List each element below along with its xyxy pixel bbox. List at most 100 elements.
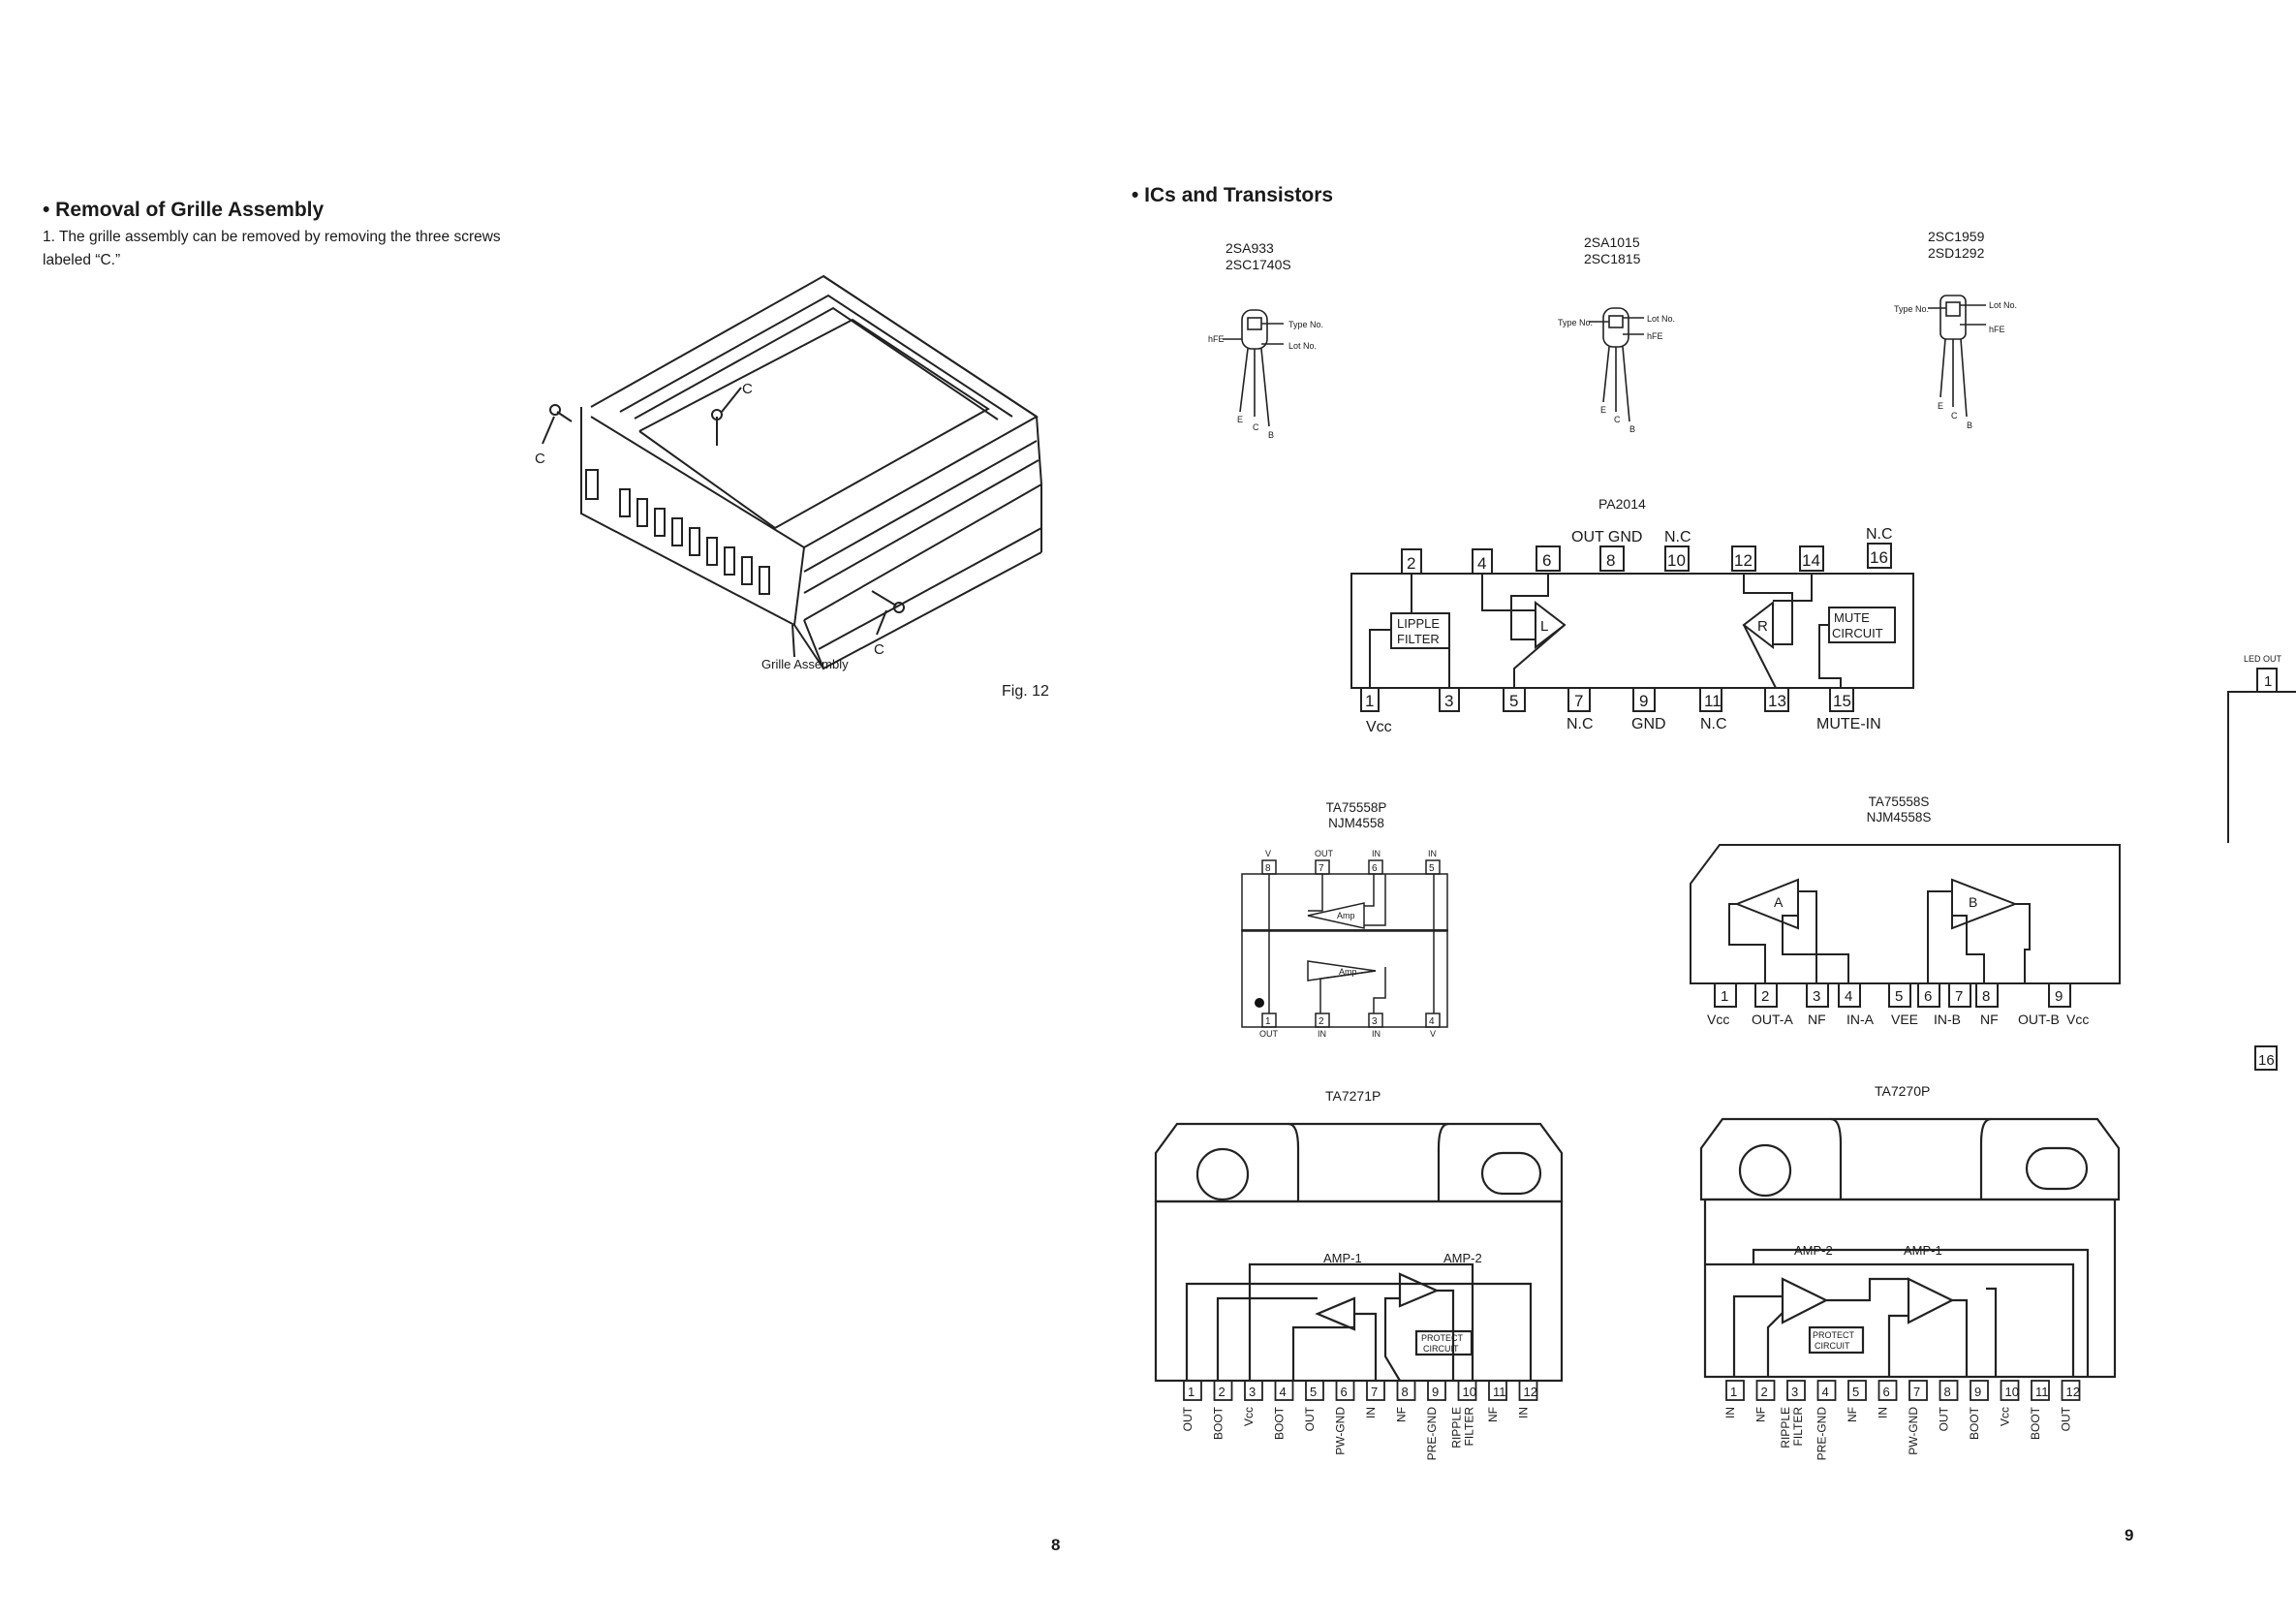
ta75558p-names: TA75558P NJM4558 bbox=[1298, 800, 1414, 831]
pa2014-label-nc-10: N.C bbox=[1664, 529, 1691, 545]
grille-instruction: 1. The grille assembly can be removed by… bbox=[43, 229, 501, 268]
ta7270p-pin-box bbox=[1725, 1380, 1745, 1401]
pa2014-label-nc-16: N.C bbox=[1866, 526, 1893, 543]
transistor-2-names: 2SA1015 2SC1815 bbox=[1584, 234, 1640, 267]
ta7270p-circuit: CIRCUIT bbox=[1815, 1341, 1850, 1351]
ta7270p-pin-box bbox=[2061, 1380, 2081, 1401]
ta75558p-pin-7: 7 bbox=[1319, 863, 1324, 874]
pa2014-circuit: CIRCUIT bbox=[1832, 626, 1883, 640]
ta75558s-pin-box bbox=[1714, 982, 1737, 1008]
ta75558p-pin-1: 1 bbox=[1265, 1016, 1271, 1027]
transistor-3-names: 2SC1959 2SD1292 bbox=[1928, 229, 1984, 262]
ta7271p-pin-box bbox=[1488, 1380, 1507, 1401]
ta75558s-pin-number: 1 bbox=[1721, 988, 1728, 1005]
grille-assembly-label: Grille Assembly bbox=[761, 657, 849, 671]
ta7270p-pin-label: NF bbox=[1754, 1407, 1768, 1422]
ta7270p-pin-label: IN bbox=[1877, 1407, 1890, 1418]
ta7270p-pin-label: OUT bbox=[1938, 1406, 1951, 1431]
ta75558s-amp-a: A bbox=[1774, 894, 1784, 910]
ta7270p-pin-number: 3 bbox=[1791, 1385, 1798, 1399]
callout-c-top: C bbox=[742, 381, 753, 397]
ta75558p-amp-1: Amp bbox=[1337, 911, 1355, 920]
ta75558s-pin-number: 2 bbox=[1761, 988, 1769, 1005]
ta7271p-pin-box bbox=[1244, 1380, 1263, 1401]
led-out-label: LED OUT bbox=[2244, 654, 2282, 664]
pa2014-label-out-gnd: OUT GND bbox=[1571, 529, 1642, 545]
transistor-2-name-b: 2SC1815 bbox=[1584, 251, 1641, 266]
callout-c-right: C bbox=[874, 641, 884, 658]
pa2014-pin-1: 1 bbox=[1365, 692, 1374, 710]
ta7271p-pin-label: NF bbox=[1486, 1407, 1500, 1422]
pa2014-label-gnd: GND bbox=[1631, 716, 1666, 732]
ta75558p-bottom-label-in1: IN bbox=[1318, 1029, 1326, 1039]
ta7271p-pin-label: IN bbox=[1517, 1407, 1531, 1418]
ta7270p-pin-box bbox=[1908, 1380, 1928, 1401]
ta7271p-pin-label: BOOT bbox=[1273, 1406, 1287, 1440]
next-page-pin-1: 1 bbox=[2264, 673, 2272, 690]
ta7270p-pin-label: PW-GND bbox=[1907, 1407, 1920, 1455]
ta7271p-amp1: AMP-1 bbox=[1323, 1251, 1362, 1265]
ta75558p-top-label-in2: IN bbox=[1428, 849, 1437, 858]
ta7270p-pin-box bbox=[1877, 1380, 1898, 1401]
transistor-1-name-b: 2SC1740S bbox=[1226, 257, 1291, 272]
ta7271p-pin-label: BOOT bbox=[1212, 1406, 1226, 1440]
grille-figure: C C C Grille Assembly bbox=[0, 0, 1085, 1620]
transistor-2-name-a: 2SA1015 bbox=[1584, 234, 1640, 250]
section-heading-ics: • ICs and Transistors bbox=[1132, 184, 1334, 206]
transistor-1-name-a: 2SA933 bbox=[1226, 240, 1274, 256]
ta7270p-pin-label: IN bbox=[1723, 1407, 1737, 1418]
ta7271p-pin-box bbox=[1183, 1380, 1202, 1401]
ta7270p-pin-label: RIPPLE bbox=[1779, 1407, 1792, 1449]
ta7270p-pin-number: 2 bbox=[1761, 1385, 1768, 1399]
ta7271p-pin-box bbox=[1396, 1380, 1416, 1401]
ta7271p-pin-number: 4 bbox=[1280, 1385, 1287, 1399]
ta75558s-pin-label: Vcc bbox=[2066, 1012, 2089, 1027]
ta7270p-pin-number: 9 bbox=[1974, 1385, 1981, 1399]
ta75558s-pin-number: 6 bbox=[1924, 988, 1932, 1005]
ta7270p-pin-box bbox=[1755, 1380, 1776, 1401]
ta7271p-pin-number: 1 bbox=[1188, 1385, 1195, 1399]
ta75558s-pin-label: IN-A bbox=[1846, 1012, 1875, 1027]
ta7270p-pin-number: 11 bbox=[2035, 1385, 2049, 1399]
ta7270p-pin-number: 4 bbox=[1822, 1385, 1829, 1399]
ta7270p-pin-number: 1 bbox=[1730, 1385, 1737, 1399]
ta7271p-name: TA7271P bbox=[1325, 1088, 1381, 1104]
pa2014-pin-10: 10 bbox=[1667, 551, 1686, 570]
ta7271p-pin-label: IN bbox=[1364, 1407, 1378, 1418]
ta75558s-pin-number: 4 bbox=[1845, 988, 1852, 1005]
ta75558s-pin-box bbox=[1838, 982, 1861, 1008]
njm4558s-name: NJM4558S bbox=[1866, 810, 1932, 825]
ta7271p-pin-box bbox=[1366, 1380, 1385, 1401]
figure-caption: Fig. 12 bbox=[1002, 683, 1049, 700]
ta7271p-pin-label: PW-GND bbox=[1334, 1407, 1348, 1455]
ta7271p-pin-number: 5 bbox=[1310, 1385, 1317, 1399]
page-number-right: 9 bbox=[2125, 1526, 2134, 1544]
ta75558p-bottom-label-out: OUT bbox=[1259, 1029, 1279, 1039]
pa2014-amp-r: R bbox=[1757, 618, 1768, 635]
ta75558p-pin-6: 6 bbox=[1372, 863, 1378, 874]
pa2014-filter: FILTER bbox=[1397, 632, 1440, 646]
ta7271p-pin-box bbox=[1457, 1380, 1477, 1401]
ta75558s-pin-box bbox=[1917, 982, 1940, 1008]
ta75558s-pin-label: VEE bbox=[1891, 1012, 1918, 1027]
ta7271p-pin-box bbox=[1427, 1380, 1446, 1401]
ta7271p-pin-box bbox=[1305, 1380, 1324, 1401]
ta75558p-bottom-label-in2: IN bbox=[1372, 1029, 1381, 1039]
ta75558p-top-label-out: OUT bbox=[1315, 849, 1334, 858]
ta75558p-pin-4: 4 bbox=[1429, 1016, 1435, 1027]
ta75558p-pin-5: 5 bbox=[1429, 863, 1435, 874]
pa2014-amp-l: L bbox=[1540, 618, 1548, 635]
ta7270p-pin-box bbox=[2000, 1380, 2020, 1401]
ta7270p-pin-label: OUT bbox=[2060, 1406, 2073, 1431]
ta75558s-name: TA75558S bbox=[1868, 794, 1930, 809]
pa2014-pin-15: 15 bbox=[1833, 692, 1851, 710]
ta7271p-pin-box bbox=[1335, 1380, 1355, 1401]
ta7271p-pin-label: NF bbox=[1395, 1407, 1409, 1422]
ta7270p-pin-box bbox=[2031, 1380, 2050, 1401]
ta75558p-pin-2: 2 bbox=[1319, 1016, 1324, 1027]
pa2014-pin-6: 6 bbox=[1542, 551, 1551, 570]
ta7271p-amp2: AMP-2 bbox=[1443, 1251, 1482, 1265]
